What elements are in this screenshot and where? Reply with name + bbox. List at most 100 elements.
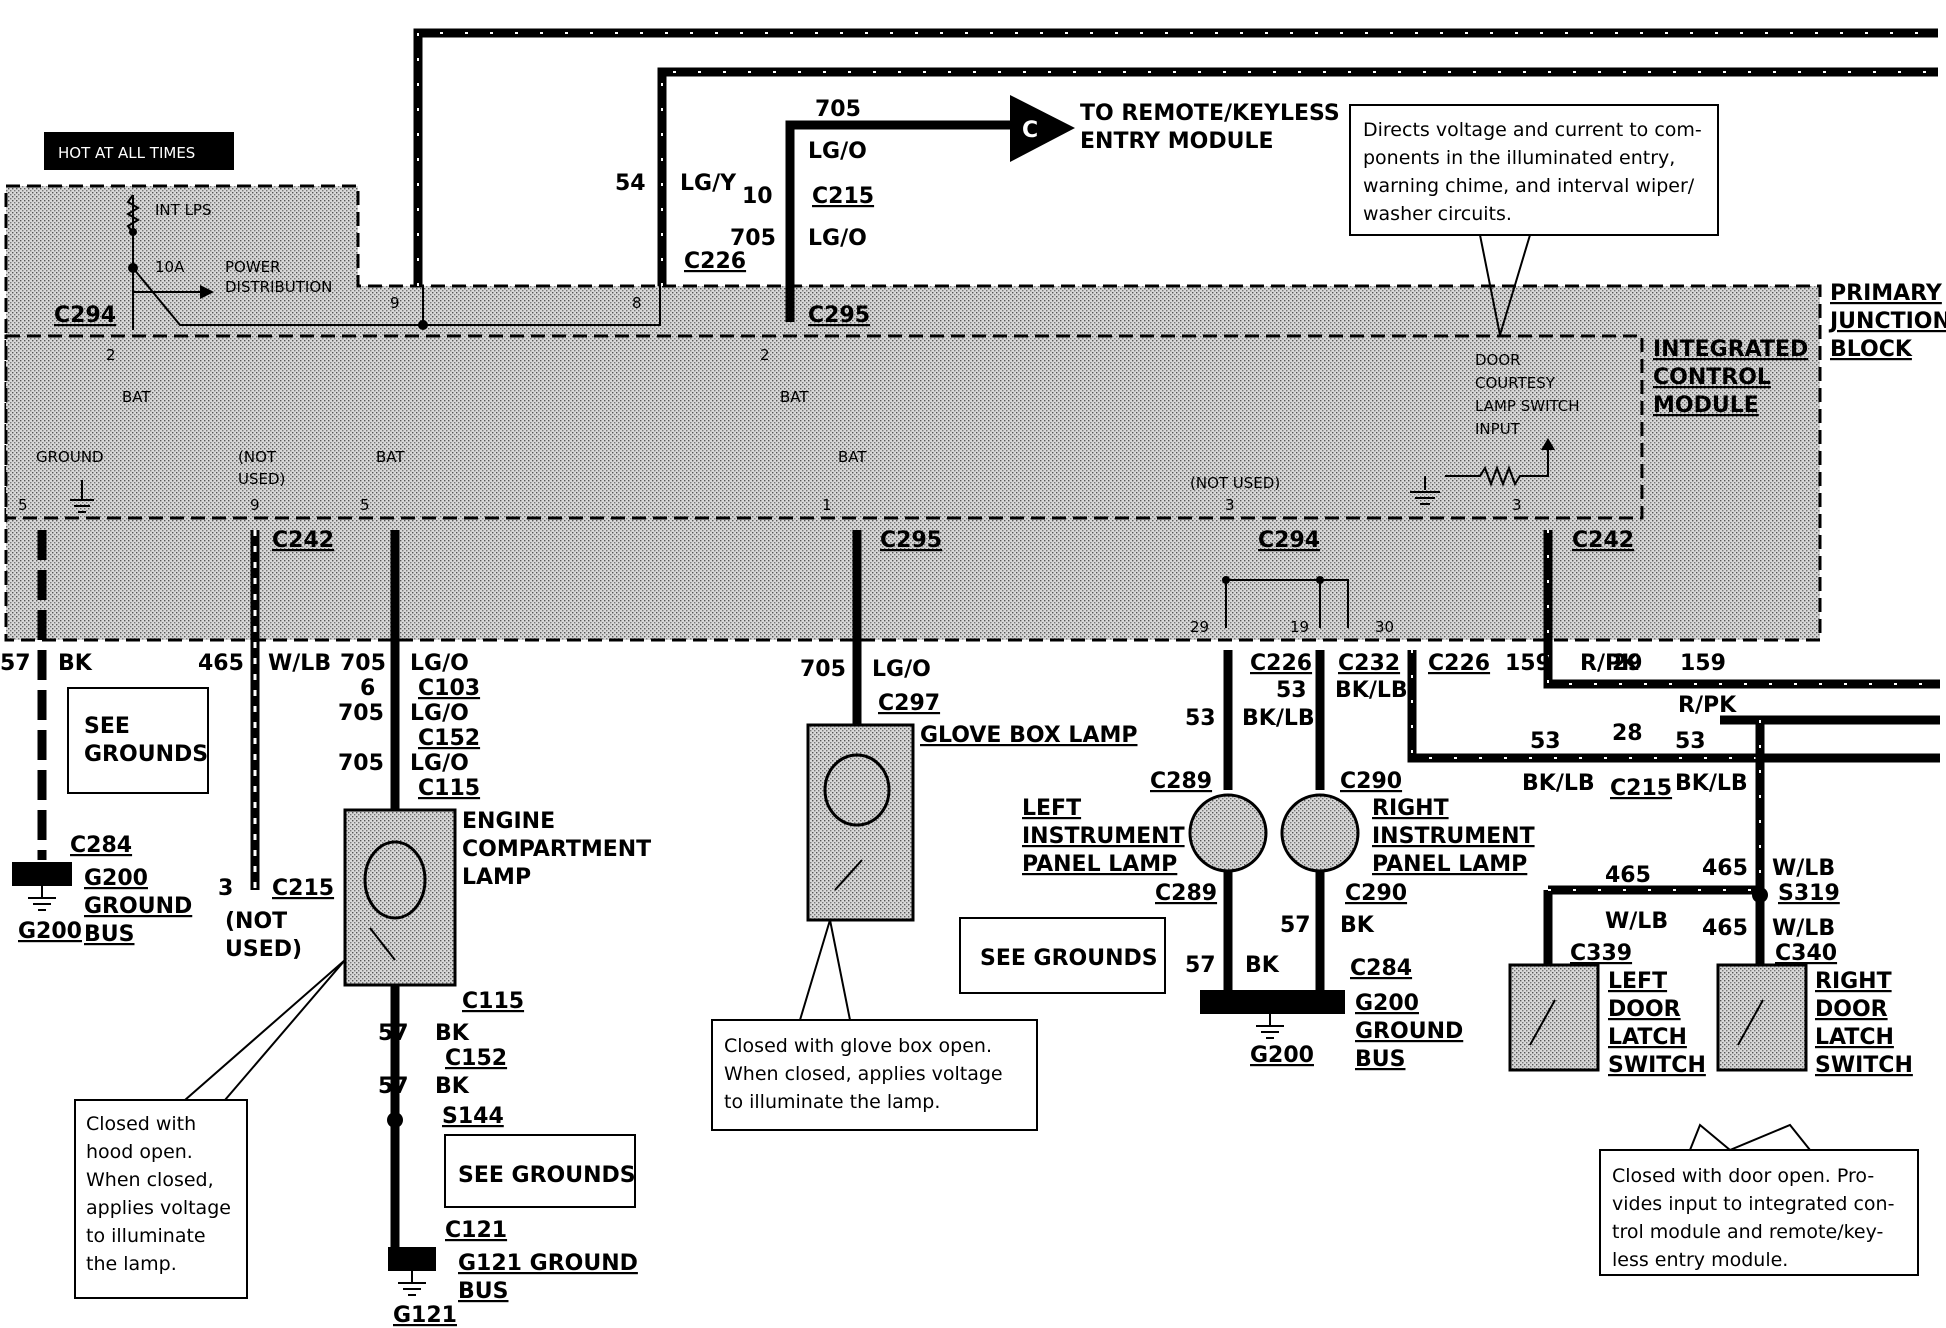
hot-at-all-times: HOT AT ALL TIMES [58, 144, 195, 162]
svg-text:2: 2 [760, 346, 770, 364]
svg-text:5: 5 [18, 496, 28, 514]
svg-text:G121: G121 [393, 1303, 457, 1328]
svg-text:ENTRY MODULE: ENTRY MODULE [1080, 129, 1274, 154]
svg-text:705: 705 [800, 657, 846, 682]
see-grounds-box-3 [444, 1134, 636, 1208]
svg-text:to illuminate: to illuminate [86, 1225, 206, 1247]
svg-text:S319: S319 [1778, 881, 1840, 906]
s144-splice [387, 1112, 403, 1128]
svg-text:C121: C121 [445, 1218, 507, 1243]
svg-text:57: 57 [1185, 953, 1216, 978]
svg-text:57: 57 [378, 1074, 409, 1099]
svg-text:C242: C242 [272, 528, 334, 553]
svg-text:GLOVE BOX LAMP: GLOVE BOX LAMP [920, 723, 1138, 748]
icm-note: Directs voltage and current to com- pone… [1349, 104, 1719, 336]
svg-text:C115: C115 [462, 989, 524, 1014]
svg-text:9: 9 [390, 294, 400, 312]
svg-text:3: 3 [1225, 496, 1235, 514]
svg-text:465: 465 [198, 651, 244, 676]
hot-label-box [44, 132, 234, 170]
svg-text:ponents in the illuminated en: ponents in the illuminated entry, [1363, 147, 1675, 169]
svg-text:C295: C295 [808, 303, 870, 328]
svg-text:When closed, applies voltage: When closed, applies voltage [724, 1063, 1003, 1085]
svg-text:3: 3 [218, 876, 233, 901]
svg-text:PANEL LAMP: PANEL LAMP [1022, 852, 1177, 877]
svg-text:GROUND: GROUND [1355, 1019, 1463, 1044]
svg-text:5: 5 [360, 496, 370, 514]
see-grounds-2: SEE GROUNDS [980, 946, 1158, 971]
svg-text:C115: C115 [418, 776, 480, 801]
svg-text:(NOT USED): (NOT USED) [1190, 474, 1280, 492]
svg-text:C294: C294 [54, 303, 116, 328]
svg-text:G200: G200 [84, 866, 148, 891]
svg-text:53: 53 [1675, 729, 1706, 754]
svg-text:BK/LB: BK/LB [1242, 706, 1315, 731]
svg-text:W/LB: W/LB [1772, 916, 1835, 941]
svg-text:LG/O: LG/O [410, 751, 469, 776]
svg-text:C294: C294 [1258, 528, 1320, 553]
svg-text:BK: BK [1245, 953, 1280, 978]
svg-text:6: 6 [360, 676, 375, 701]
svg-text:applies voltage: applies voltage [86, 1197, 231, 1219]
svg-text:C284: C284 [70, 833, 132, 858]
glove-box-lamp [806, 723, 915, 922]
svg-text:ENGINE: ENGINE [462, 809, 555, 834]
svg-text:R/PK: R/PK [1580, 651, 1639, 676]
svg-text:BK: BK [435, 1074, 470, 1099]
svg-text:BK: BK [58, 651, 93, 676]
svg-text:LATCH: LATCH [1815, 1025, 1894, 1050]
svg-text:465: 465 [1605, 863, 1651, 888]
svg-text:LG/O: LG/O [808, 139, 867, 164]
svg-text:BUS: BUS [458, 1279, 508, 1304]
top-wires [413, 28, 1938, 322]
svg-text:warning chime, and interval wi: warning chime, and interval wiper/ [1363, 175, 1695, 197]
svg-text:C152: C152 [418, 726, 480, 751]
svg-text:G200: G200 [1355, 991, 1419, 1016]
svg-text:LG/O: LG/O [410, 701, 469, 726]
svg-text:PRIMARY: PRIMARY [1830, 281, 1943, 306]
svg-text:705: 705 [338, 701, 384, 726]
svg-text:USED): USED) [225, 937, 302, 962]
glove-note: Closed with glove box open. When closed,… [711, 919, 1038, 1131]
svg-text:USED): USED) [238, 470, 285, 488]
svg-text:2: 2 [106, 346, 116, 364]
svg-text:G200: G200 [18, 919, 82, 944]
svg-text:INPUT: INPUT [1475, 420, 1521, 438]
see-grounds-box-2 [959, 917, 1166, 994]
svg-text:INTEGRATED: INTEGRATED [1653, 337, 1808, 362]
svg-text:GROUND: GROUND [84, 894, 192, 919]
svg-text:BAT: BAT [838, 448, 867, 466]
svg-text:705: 705 [815, 97, 861, 122]
door-latch-switches [1508, 963, 1808, 1072]
svg-text:(NOT: (NOT [238, 448, 277, 466]
svg-text:29: 29 [1190, 618, 1209, 636]
svg-text:19: 19 [1290, 618, 1309, 636]
svg-text:705: 705 [730, 226, 776, 251]
svg-text:COMPARTMENT: COMPARTMENT [462, 837, 651, 862]
svg-text:9: 9 [250, 496, 260, 514]
svg-text:C295: C295 [880, 528, 942, 553]
svg-text:53: 53 [1185, 706, 1216, 731]
svg-text:W/LB: W/LB [1605, 909, 1668, 934]
svg-text:465: 465 [1702, 856, 1748, 881]
svg-text:LEFT: LEFT [1022, 796, 1081, 821]
svg-text:washer circuits.: washer circuits. [1363, 203, 1512, 225]
svg-text:LEFT: LEFT [1608, 969, 1667, 994]
svg-text:28: 28 [1612, 721, 1643, 746]
svg-text:LG/O: LG/O [808, 226, 867, 251]
svg-text:JUNCTION: JUNCTION [1828, 309, 1946, 334]
svg-text:LAMP: LAMP [462, 865, 531, 890]
svg-text:(NOT: (NOT [225, 909, 287, 934]
svg-text:10: 10 [742, 184, 773, 209]
svg-text:POWER: POWER [225, 258, 281, 276]
engine-lamp [343, 808, 457, 987]
svg-text:vides input to integrated con-: vides input to integrated con- [1612, 1193, 1894, 1215]
svg-text:G121 GROUND: G121 GROUND [458, 1251, 638, 1276]
s319-splice [1752, 887, 1768, 903]
svg-text:C289: C289 [1155, 881, 1217, 906]
svg-text:705: 705 [340, 651, 386, 676]
svg-text:C226: C226 [684, 249, 746, 274]
internal-wiring [126, 194, 1555, 628]
svg-text:W/LB: W/LB [1772, 856, 1835, 881]
svg-text:trol module and remote/key-: trol module and remote/key- [1612, 1221, 1883, 1243]
